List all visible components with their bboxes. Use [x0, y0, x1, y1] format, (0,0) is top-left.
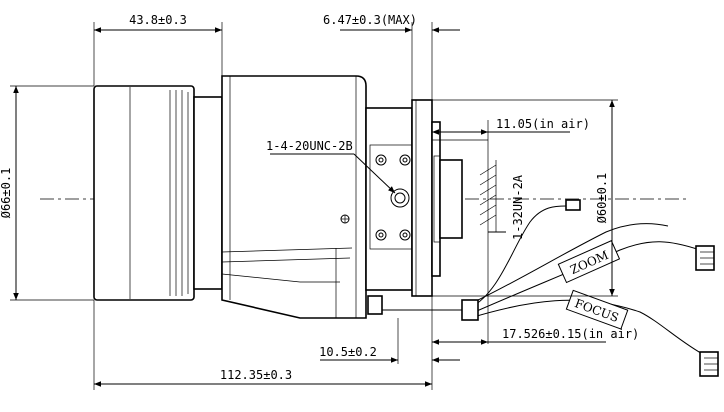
main-housing: [221, 75, 367, 319]
tripod-hole-icon: [390, 188, 410, 208]
dim-dia-66: Ø66±0.1: [0, 168, 13, 219]
mount-plate: [365, 99, 463, 297]
dim-10-5: 10.5±0.2: [319, 345, 377, 359]
dim-11-05: 11.05(in air): [496, 117, 590, 131]
cable-gland: [367, 295, 470, 315]
zoom-tag: ZOOM: [557, 240, 621, 284]
cables: [461, 199, 719, 377]
dim-112-35: 112.35±0.3: [220, 368, 292, 382]
dim-43-8: 43.8±0.3: [129, 13, 187, 27]
front-barrel: [93, 85, 223, 301]
dim-dia-60: Ø60±0.1: [595, 173, 609, 224]
callout-tripod-thread: 1-4-20UNC-2B: [266, 139, 353, 153]
dim-6-47: 6.47±0.3(MAX): [323, 13, 417, 27]
dim-17-526: 17.526±0.15(in air): [502, 327, 639, 341]
callout-mount-thread: 1-32UN-2A: [511, 174, 525, 240]
